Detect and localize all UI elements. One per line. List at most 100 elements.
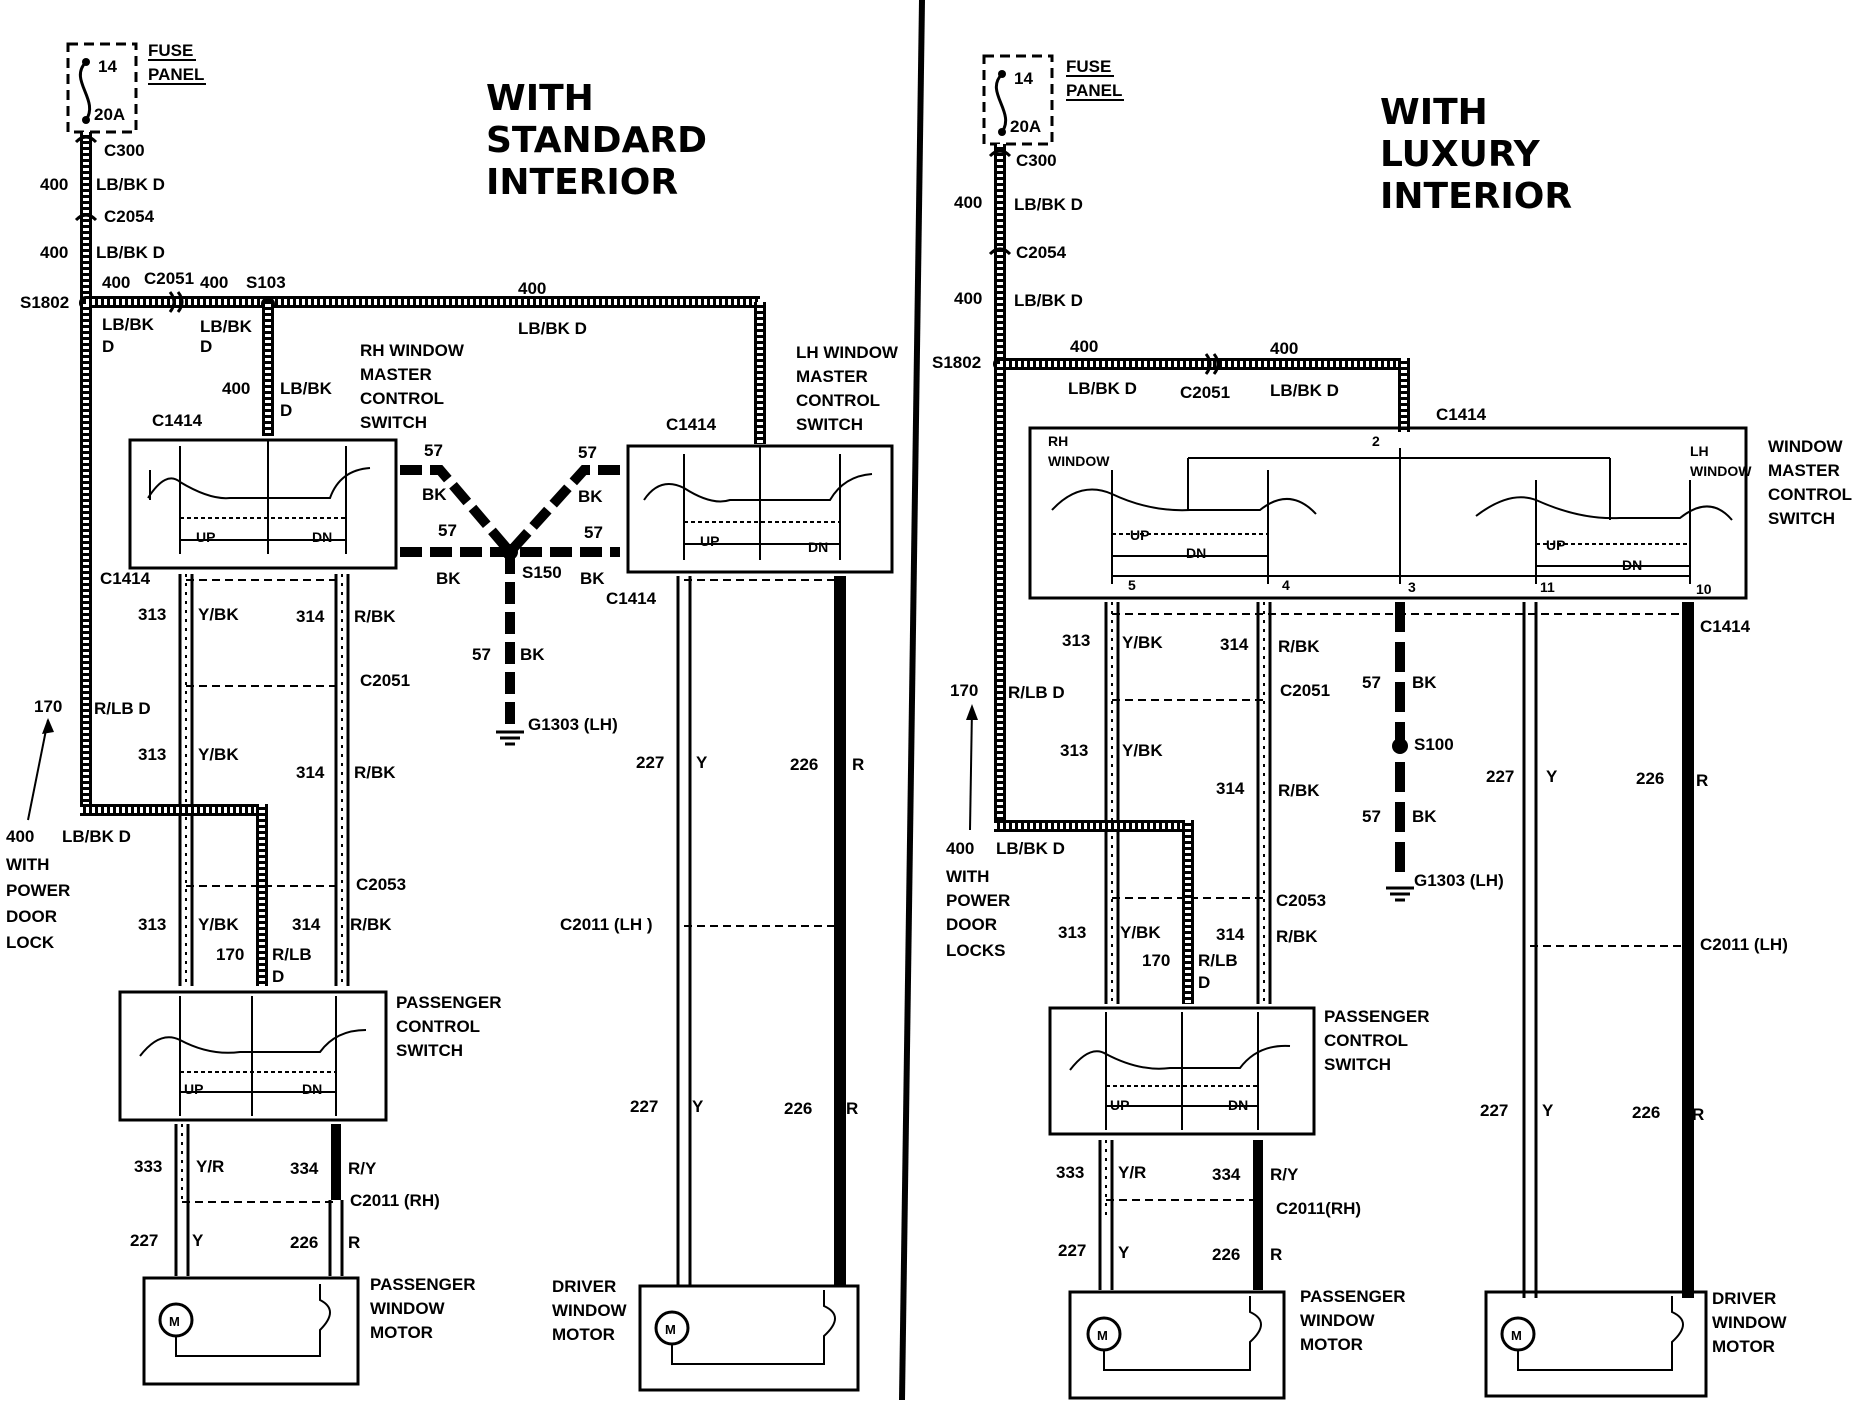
right-driver-motor xyxy=(1484,1290,1708,1398)
right-r-d1: R xyxy=(1696,771,1708,790)
right-lh-window-1: LH xyxy=(1690,443,1709,459)
right-pdl-2: LB/BK D xyxy=(996,839,1065,858)
left-r-d2: R xyxy=(846,1099,858,1118)
left-y-p: Y xyxy=(192,1231,204,1250)
right-c1414-lower: C1414 xyxy=(1700,617,1751,636)
left-313-c: 313 xyxy=(138,915,166,934)
left-bus-lbbk-c: LB/BK D xyxy=(518,319,587,338)
left-pass-m: M xyxy=(169,1314,180,1329)
right-lbbk-a: LB/BK D xyxy=(1014,195,1083,214)
left-y-d1: Y xyxy=(696,753,708,772)
right-m-dn-2: DN xyxy=(1622,557,1642,573)
right-pass-up: UP xyxy=(1110,1097,1129,1113)
right-314-c: 314 xyxy=(1216,925,1245,944)
left-passenger-motor xyxy=(142,1276,360,1386)
left-ground-symbol xyxy=(496,730,524,746)
left-driver-motor xyxy=(638,1284,860,1392)
left-pass-up: UP xyxy=(184,1081,203,1097)
left-57-b: 57 xyxy=(578,443,597,462)
left-227-d2: 227 xyxy=(630,1097,658,1116)
right-rbk-c: R/BK xyxy=(1276,927,1318,946)
right-pdl-3: WITH xyxy=(946,867,989,886)
right-lh-window-2: WINDOW xyxy=(1690,463,1752,479)
right-c2054: C2054 xyxy=(1016,243,1067,262)
left-s150-splice xyxy=(502,544,518,560)
right-ybk-b: Y/BK xyxy=(1122,741,1163,760)
right-c300: C300 xyxy=(1016,151,1057,170)
left-c2053: C2053 xyxy=(356,875,406,894)
right-400-a: 400 xyxy=(954,193,982,212)
left-lh-c1414-lower: C1414 xyxy=(606,589,657,608)
left-bk-c: BK xyxy=(436,569,461,588)
right-170-b: 170 xyxy=(1142,951,1170,970)
right-314-a: 314 xyxy=(1220,635,1249,654)
left-fuse-panel-1: FUSE xyxy=(148,41,193,60)
right-master-2: MASTER xyxy=(1768,461,1840,480)
right-313-b: 313 xyxy=(1060,741,1088,760)
right-y-p: Y xyxy=(1118,1243,1130,1262)
left-drv-m: M xyxy=(665,1322,676,1337)
left-c2011-lh: C2011 (LH ) xyxy=(560,915,653,934)
right-313-c: 313 xyxy=(1058,923,1086,942)
right-bus-400-a: 400 xyxy=(1070,337,1098,356)
left-170: 170 xyxy=(34,697,62,716)
left-fuse-amp: 20A xyxy=(94,105,125,124)
left-313-a: 313 xyxy=(138,605,166,624)
right-title-3: INTERIOR xyxy=(1380,176,1572,217)
left-bus-lbbk-a: LB/BK xyxy=(102,315,155,334)
left-226-p: 226 xyxy=(290,1233,318,1252)
left-bus-400-c: 400 xyxy=(518,279,546,298)
left-57-d: 57 xyxy=(584,523,603,542)
left-pdl-4: POWER xyxy=(6,881,70,900)
left-drv-motor-3: MOTOR xyxy=(552,1325,615,1344)
right-227-d2: 227 xyxy=(1480,1101,1508,1120)
left-227-d1: 227 xyxy=(636,753,664,772)
left-ry: R/Y xyxy=(348,1159,377,1178)
left-bk-b: BK xyxy=(578,487,603,506)
right-ybk-a: Y/BK xyxy=(1122,633,1163,652)
left-227-p: 227 xyxy=(130,1231,158,1250)
right-g1303: G1303 (LH) xyxy=(1414,871,1504,890)
left-lh-master-4: SWITCH xyxy=(796,415,863,434)
right-c2011-rh: C2011(RH) xyxy=(1276,1199,1361,1218)
left-lh-master-3: CONTROL xyxy=(796,391,880,410)
right-d-b: D xyxy=(1198,973,1210,992)
left-57-c: 57 xyxy=(438,521,457,540)
left-fuse-element xyxy=(78,60,92,121)
right-226-d2: 226 xyxy=(1632,1103,1660,1122)
left-drv-motor-1: DRIVER xyxy=(552,1277,616,1296)
right-s1802: S1802 xyxy=(932,353,981,372)
left-passenger-switch xyxy=(118,990,388,1122)
right-rlb-b: R/LB xyxy=(1198,951,1238,970)
left-s150: S150 xyxy=(522,563,562,582)
left-lh-master-1: LH WINDOW xyxy=(796,343,899,362)
right-400-b: 400 xyxy=(954,289,982,308)
right-226-p: 226 xyxy=(1212,1245,1240,1264)
right-pass-motor-3: MOTOR xyxy=(1300,1335,1363,1354)
right-rlbd: R/LB D xyxy=(1008,683,1065,702)
left-bus-400-b: 400 xyxy=(200,273,228,292)
right-fuse-amp: 20A xyxy=(1010,117,1041,136)
right-pin-2: 2 xyxy=(1372,433,1380,449)
right-pass-sw-2: CONTROL xyxy=(1324,1031,1408,1050)
right-313-a: 313 xyxy=(1062,631,1090,650)
right-pin-5: 5 xyxy=(1128,577,1136,593)
left-bus-d-b: D xyxy=(200,337,212,356)
left-pdl-3: WITH xyxy=(6,855,49,874)
left-title-1: WITH xyxy=(486,78,594,119)
left-s103: S103 xyxy=(246,273,286,292)
left-wire-lbbk-b: LB/BK D xyxy=(96,243,165,262)
left-ybk-a: Y/BK xyxy=(198,605,239,624)
right-drv-motor-2: WINDOW xyxy=(1712,1313,1788,1332)
right-fuse-panel-2: PANEL xyxy=(1066,81,1122,100)
right-drv-motor-1: DRIVER xyxy=(1712,1289,1776,1308)
right-rh-window-2: WINDOW xyxy=(1048,453,1110,469)
left-c1414-lower: C1414 xyxy=(100,569,151,588)
left-226-d1: 226 xyxy=(790,755,818,774)
left-lh-dn: DN xyxy=(808,539,828,555)
right-bus-400-b: 400 xyxy=(1270,339,1298,358)
right-pass-motor-1: PASSENGER xyxy=(1300,1287,1406,1306)
left-bus-d-a: D xyxy=(102,337,114,356)
left-rbk-a: R/BK xyxy=(354,607,396,626)
